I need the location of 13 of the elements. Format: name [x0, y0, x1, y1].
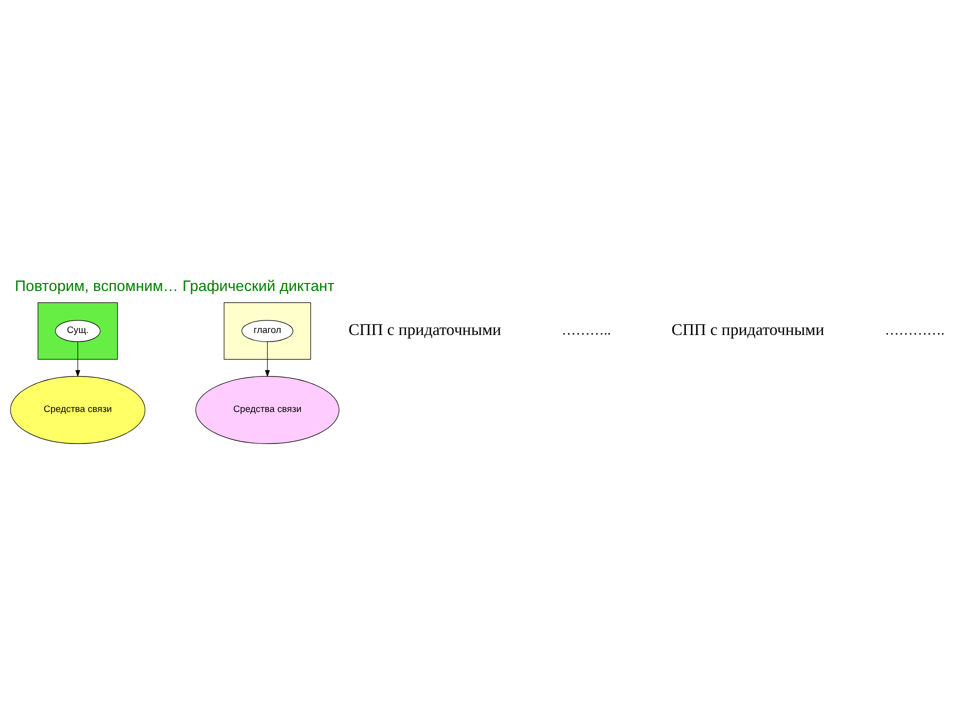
diagram-title: Повторим, вспомним… Графический диктант	[14, 278, 334, 295]
arrow	[75, 341, 80, 378]
node-ellipse: глагол	[242, 320, 294, 342]
label: ………….	[884, 322, 945, 339]
cluster	[224, 302, 311, 360]
label: СПП с придаточными	[348, 320, 502, 340]
label: СПП с придаточными	[672, 320, 824, 340]
label: ………..	[562, 322, 611, 339]
node-ellipse: Сущ.	[55, 320, 101, 342]
arrow	[264, 341, 270, 378]
cluster	[38, 302, 118, 360]
node-ellipse: Средства связи	[10, 376, 146, 444]
node-ellipse: Средства связи	[195, 376, 340, 444]
